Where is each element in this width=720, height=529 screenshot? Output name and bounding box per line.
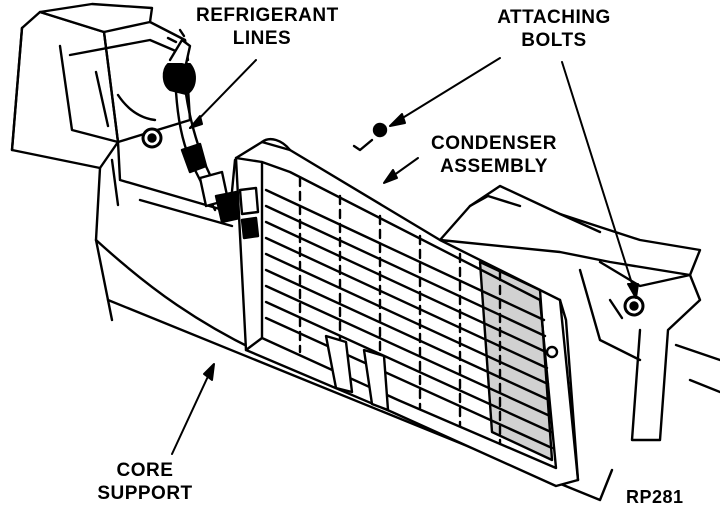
label-refrigerant-lines-line2: LINES <box>232 28 292 49</box>
label-core-support: CORE SUPPORT <box>90 459 200 505</box>
radiator-support <box>440 186 720 440</box>
figure-id: RP281 <box>626 487 684 507</box>
condenser-assembly <box>236 124 578 486</box>
label-attaching-bolts: ATTACHING BOLTS <box>488 6 620 52</box>
label-attaching-bolts-line1: ATTACHING <box>497 7 611 28</box>
label-core-support-line2: SUPPORT <box>97 483 193 504</box>
label-attaching-bolts-line2: BOLTS <box>521 30 587 51</box>
label-core-support-line1: CORE <box>116 460 174 481</box>
core-support-housing <box>12 4 612 500</box>
label-refrigerant-lines: REFRIGERANT LINES <box>196 4 339 50</box>
leader-lines <box>172 58 638 454</box>
label-condenser-assembly-line1: CONDENSER <box>431 133 557 154</box>
refrigerant-lines <box>164 30 240 222</box>
label-refrigerant-lines-line1: REFRIGERANT <box>196 5 339 26</box>
label-condenser-assembly-line2: ASSEMBLY <box>440 156 548 177</box>
label-condenser-assembly: CONDENSER ASSEMBLY <box>414 132 574 178</box>
